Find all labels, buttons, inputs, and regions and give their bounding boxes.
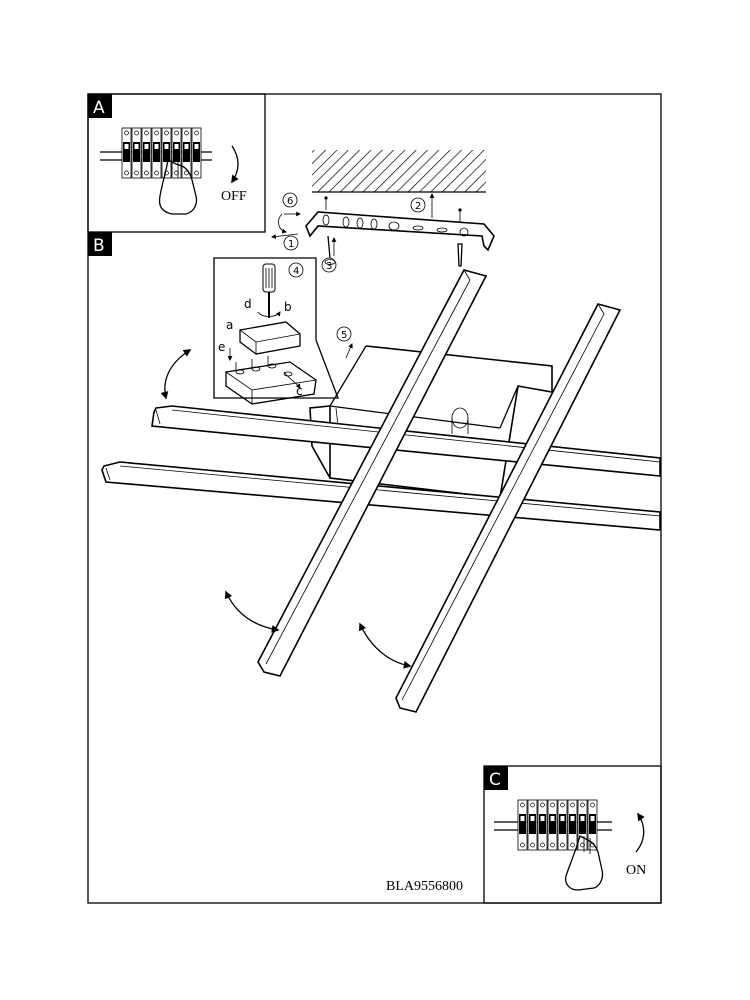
breaker-panel-a <box>100 127 212 179</box>
hand-icon <box>158 159 198 215</box>
hand-icon <box>564 835 604 891</box>
light-bar-diagonal-right <box>395 303 622 713</box>
step-2-callout: 2 <box>410 193 435 218</box>
panel-b: B 1 <box>88 150 661 894</box>
step-1-callout: 1 <box>271 233 299 251</box>
svg-text:4: 4 <box>293 266 299 277</box>
model-code: BLA9556800 <box>386 879 463 894</box>
svg-text:1: 1 <box>288 239 294 250</box>
panel-c-letter: C <box>489 770 501 790</box>
step-3-callout: 3 <box>321 237 337 273</box>
rotate-arrow-icon <box>225 590 280 633</box>
panel-c-action: ON <box>626 863 646 878</box>
light-bar-horizontal-lower <box>101 461 661 531</box>
ceiling-hatching <box>312 150 486 192</box>
mounting-bracket <box>305 211 495 252</box>
panel-a-letter: A <box>93 98 105 118</box>
panel-b-tag <box>88 232 112 256</box>
panel-b-letter: B <box>93 236 105 256</box>
light-bar-diagonal-left <box>257 269 488 677</box>
screwdriver-icon <box>262 263 276 318</box>
rotate-down-arrow-icon <box>231 145 239 184</box>
panel-a-action: OFF <box>221 189 247 204</box>
rotate-arrow-icon <box>359 622 412 669</box>
wiring-detail-inset: 4 d b a e c <box>213 257 339 405</box>
svg-text:2: 2 <box>415 201 421 212</box>
rotate-arrow-icon <box>160 349 192 400</box>
detail-label-b: b <box>284 300 292 314</box>
breaker-panel-c <box>494 799 612 851</box>
svg-text:5: 5 <box>341 330 347 341</box>
panel-a-tag <box>88 94 112 118</box>
detail-label-d: d <box>244 297 252 311</box>
panel-a: A OFF <box>87 93 266 233</box>
detail-label-c: c <box>296 384 303 398</box>
detail-label-a: a <box>226 318 233 332</box>
svg-text:3: 3 <box>326 261 332 272</box>
step-5-callout: 5 <box>336 326 353 359</box>
detail-label-e: e <box>218 340 225 354</box>
panel-c: C ON <box>483 765 662 904</box>
sheet-border <box>87 93 662 904</box>
panel-c-tag <box>484 766 508 790</box>
svg-text:6: 6 <box>287 196 293 207</box>
screw-icon <box>324 196 463 267</box>
rotate-up-arrow-icon <box>635 812 645 853</box>
step-6-callout: 6 <box>278 192 301 234</box>
